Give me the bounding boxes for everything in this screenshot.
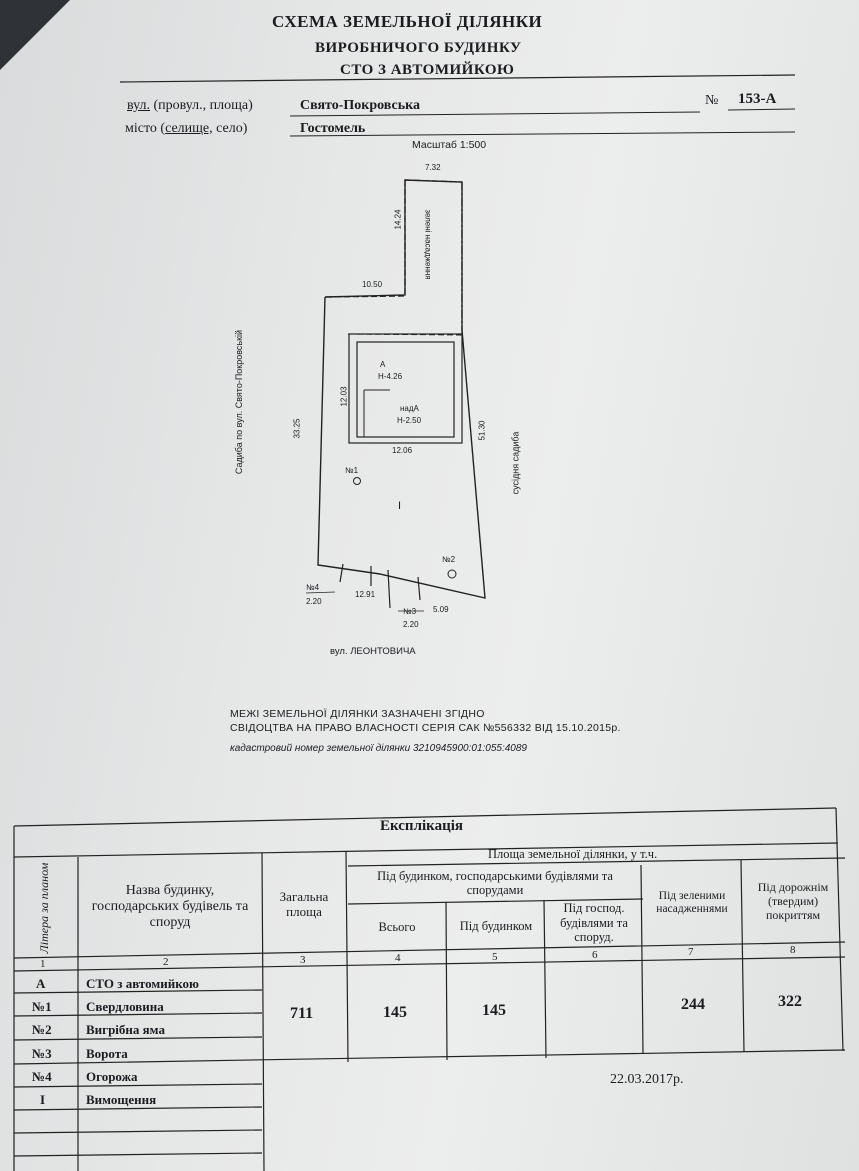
value-all: 145 — [383, 1004, 407, 1021]
number-rule — [727, 108, 796, 111]
number-value: 153-А — [738, 91, 777, 107]
city-label: місто (селище, село) — [125, 121, 248, 136]
cadastral-number: кадастровий номер земельної ділянки 3210… — [230, 743, 527, 754]
city-value: Гостомель — [300, 121, 366, 136]
dim-top: 7.32 — [425, 163, 441, 172]
gate-tick-4 — [417, 576, 421, 601]
col-num-3: 3 — [300, 954, 306, 966]
building-a-height: Н-4.26 — [378, 372, 403, 381]
legal-line-2: СВІДОЦТВА НА ПРАВО ВЛАСНОСТІ СЕРІЯ САК №… — [230, 722, 621, 734]
dim-bldg-w: 12.06 — [392, 446, 413, 455]
street-value: Свято-Покровська — [300, 98, 421, 113]
leader-n4 — [305, 591, 336, 594]
col-name-header: Назва будинку, господарських будівель та… — [91, 882, 249, 931]
value-house: 145 — [482, 1002, 506, 1019]
col-num-1: 1 — [40, 958, 46, 970]
strip-dashed-top — [404, 179, 463, 183]
background-corner — [0, 0, 70, 70]
row-name: СТО з автомийкою — [86, 976, 199, 991]
building-a-inner — [356, 341, 455, 438]
col-under-header: Під будинком, господарськими будівлями т… — [377, 868, 613, 897]
marker-n4-label: №4 — [306, 583, 320, 592]
gate-tick-1 — [339, 563, 344, 583]
col-road-header: Під дорожнім (твердим) покриттям — [757, 880, 829, 922]
col-num-7: 7 — [688, 946, 694, 958]
building-nad-label: надА — [400, 404, 419, 413]
col-all-header: Всього — [378, 919, 416, 934]
col-num-5: 5 — [492, 951, 498, 963]
row-name: Свердловина — [86, 999, 164, 1014]
value-green: 244 — [681, 996, 705, 1013]
doc-subtitle: ВИРОБНИЧОГО БУДИНКУ — [315, 40, 522, 56]
col-outb-header: Під господ. будівлями та споруд. — [560, 901, 628, 945]
dim-gate-1: 2.20 — [306, 597, 322, 606]
street-rule — [289, 111, 701, 117]
col-total-header: Загальна площа — [279, 889, 329, 919]
dim-bottom-a: 12.91 — [355, 590, 376, 599]
row-letter: №4 — [32, 1069, 52, 1084]
notch-dashed — [325, 295, 406, 298]
legal-line-1: МЕЖІ ЗЕМЕЛЬНОЇ ДІЛЯНКИ ЗАЗНАЧЕНІ ЗГІДНО — [230, 708, 485, 720]
row-letter: I — [40, 1092, 46, 1107]
header-rule — [119, 74, 796, 83]
dim-gate-2: 2.20 — [403, 620, 419, 629]
row-name: Ворота — [86, 1046, 128, 1061]
marker-n1-label: №1 — [345, 466, 359, 475]
building-a-outer — [348, 333, 463, 444]
city-rule — [289, 131, 796, 137]
marker-n2-label: №2 — [442, 555, 456, 564]
col-num-6: 6 — [592, 949, 598, 961]
building-nad-height: Н-2.50 — [397, 416, 422, 425]
col-num-8: 8 — [790, 944, 796, 956]
row-letter: №2 — [32, 1022, 52, 1037]
col-area-header: Площа земельної ділянки, у т.ч. — [488, 847, 658, 861]
row-letter: №3 — [32, 1046, 52, 1061]
marker-n1-circle — [353, 477, 361, 485]
row-letter: А — [36, 976, 46, 991]
street-bottom-label: вул. ЛЕОНТОВИЧА — [330, 646, 416, 657]
dim-bottom-b: 5.09 — [433, 605, 449, 614]
table-title: Експлікація — [380, 818, 463, 834]
plan-scale: Масштаб 1:500 — [412, 139, 487, 151]
col-green-header: Під зеленими насадженнями — [656, 889, 728, 915]
doc-title: СХЕМА ЗЕМЕЛЬНОЇ ДІЛЯНКИ — [272, 12, 543, 31]
row-name: Вимощення — [86, 1092, 157, 1107]
gate-tick-3 — [387, 569, 391, 609]
marker-n3-label: №3 — [403, 607, 417, 616]
number-label: № — [705, 93, 719, 108]
table-date: 22.03.2017р. — [610, 1072, 684, 1087]
value-road: 322 — [778, 993, 802, 1010]
col-num-4: 4 — [395, 952, 401, 964]
row-letter: №1 — [32, 999, 52, 1014]
row-name: Огорожа — [86, 1069, 138, 1084]
doc-subtitle-2: СТО З АВТОМИЙКОЮ — [340, 62, 515, 78]
street-label: вул. (провул., площа) — [127, 98, 253, 113]
building-a-letter: А — [380, 360, 386, 369]
col-house-header: Під будинком — [459, 918, 533, 933]
marker-n2-circle — [447, 569, 457, 579]
col-letter-header: Літера за планом — [37, 862, 52, 954]
row-name: Вигрібна яма — [86, 1022, 165, 1037]
dim-notch: 10.50 — [362, 280, 383, 289]
paving-label: I — [398, 500, 402, 512]
col-num-2: 2 — [163, 956, 169, 968]
value-total: 711 — [290, 1005, 314, 1022]
